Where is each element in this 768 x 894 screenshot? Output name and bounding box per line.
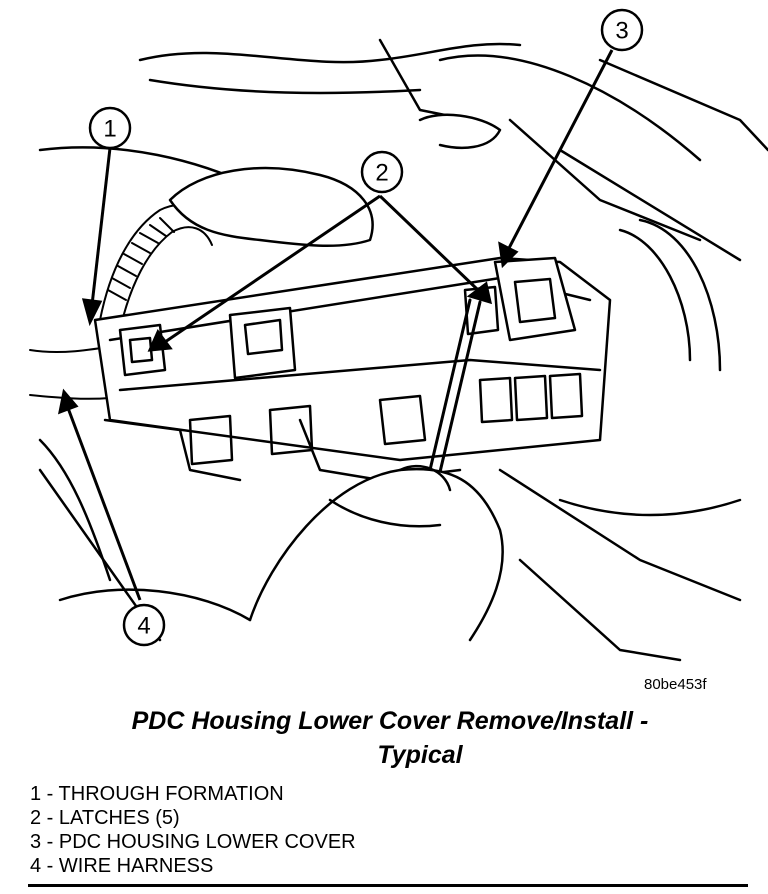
leader-1	[81, 147, 112, 327]
figure-title-line2: Typical	[377, 741, 463, 769]
leader-4	[57, 388, 142, 601]
callout-4-label: 4	[137, 613, 150, 640]
leader-2b	[378, 194, 493, 305]
leader-3	[498, 49, 614, 269]
pdc-housing-illustration: 1 2 3 4	[29, 8, 768, 662]
upper-hand	[168, 113, 502, 247]
legend-item: 2 - LATCHES (5)	[30, 807, 180, 829]
callout-3-circle	[600, 8, 644, 52]
legend-item: 1 - THROUGH FORMATION	[30, 783, 284, 805]
callout-4-circle	[122, 603, 166, 647]
engine-bay-background	[38, 38, 768, 662]
bottom-rule	[28, 884, 748, 887]
figure-id: 80be453f	[644, 676, 707, 693]
wire-harness	[29, 204, 213, 400]
figure-title-line1: PDC Housing Lower Cover Remove/Install -	[131, 707, 649, 735]
pdc-housing	[93, 256, 612, 482]
callout-2-circle	[360, 150, 404, 194]
callout-1-label: 1	[103, 116, 116, 143]
legend-item: 3 - PDC HOUSING LOWER COVER	[30, 831, 356, 853]
callout-3-label: 3	[615, 18, 628, 45]
callout-2-label: 2	[375, 160, 388, 187]
leader-2a	[147, 194, 381, 352]
legend: 1 - THROUGH FORMATION 2 - LATCHES (5) 3 …	[30, 782, 356, 878]
legend-item: 4 - WIRE HARNESS	[30, 855, 214, 877]
callout-1-circle	[88, 106, 132, 150]
figure-title: PDC Housing Lower Cover Remove/Install -…	[40, 704, 740, 772]
hand-with-screwdriver	[58, 298, 504, 642]
